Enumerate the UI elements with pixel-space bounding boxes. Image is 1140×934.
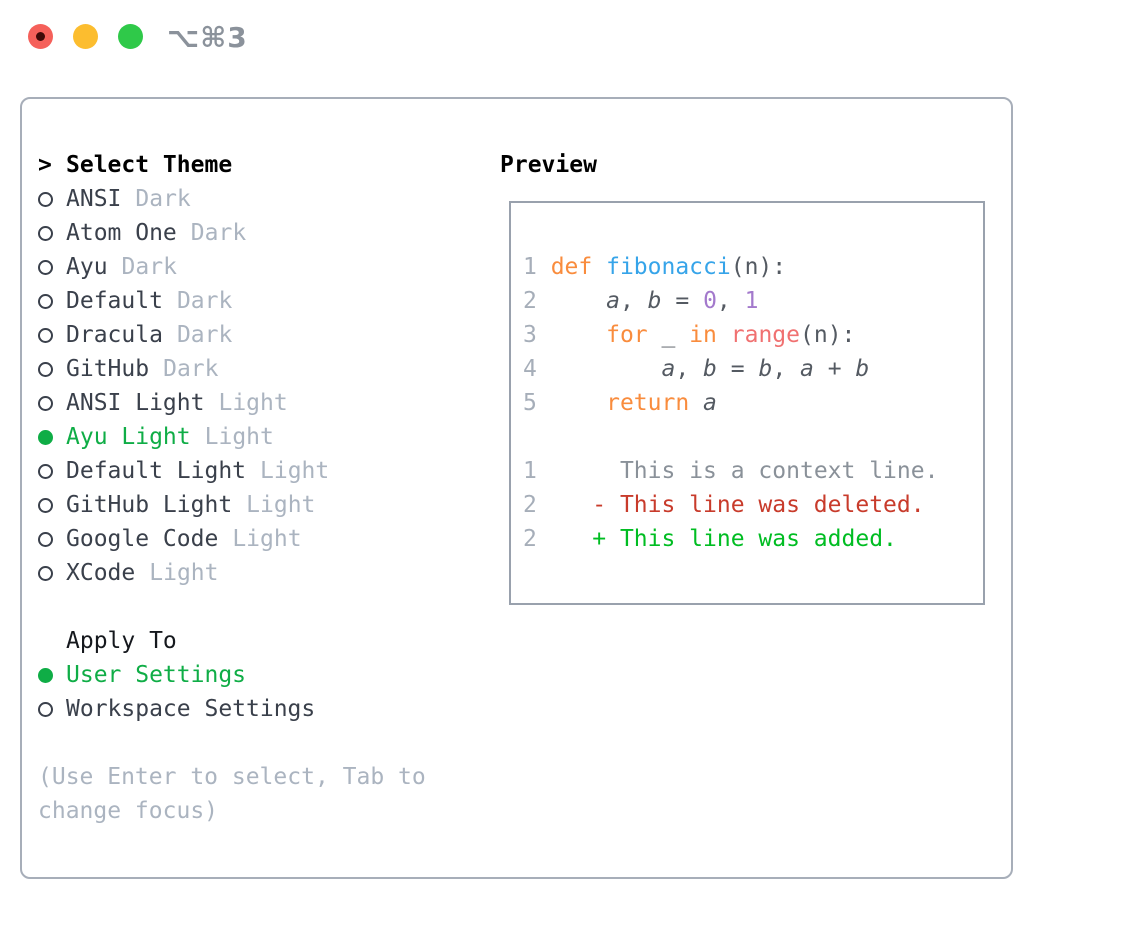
radio-icon: [38, 463, 53, 479]
theme-option-label: GitHub: [66, 356, 150, 382]
theme-variant-tag: Light: [232, 526, 302, 552]
preview-title: Preview: [500, 152, 597, 178]
window-title: ⌥⌘3: [167, 21, 248, 54]
theme-option-default[interactable]: Default Dark: [38, 284, 472, 318]
preview-line: [523, 420, 983, 454]
radio-icon: [38, 565, 53, 581]
radio-icon: [38, 293, 53, 309]
theme-variant-tag: Light: [260, 458, 330, 484]
theme-option-label: XCode: [66, 560, 136, 586]
preview-line: 3 for _ in range(n):: [523, 322, 856, 348]
radio-icon: [38, 361, 53, 377]
theme-option-ansi-light[interactable]: ANSI Light Light: [38, 386, 472, 420]
theme-variant-tag: Light: [149, 560, 219, 586]
theme-variant-tag: Light: [218, 390, 288, 416]
theme-option-label: Ayu: [66, 254, 108, 280]
theme-variant-tag: Dark: [176, 288, 233, 314]
hint-text: (Use Enter to select, Tab to change focu…: [38, 764, 426, 824]
apply-option-workspace-settings[interactable]: Workspace Settings: [38, 692, 472, 726]
apply-option-user-settings[interactable]: User Settings: [38, 658, 472, 692]
theme-option-github-light[interactable]: GitHub Light Light: [38, 488, 472, 522]
radio-icon: [38, 701, 53, 717]
radio-selected-icon: [38, 429, 53, 445]
zoom-button[interactable]: [118, 24, 143, 49]
theme-option-google-code[interactable]: Google Code Light: [38, 522, 472, 556]
preview-line: 2 - This line was deleted.: [523, 492, 925, 518]
theme-option-label: Google Code: [66, 526, 219, 552]
preview-line: 1 This is a context line.: [523, 458, 939, 484]
theme-variant-tag: Dark: [135, 186, 191, 212]
preview-line: 4 a, b = b, a + b: [523, 356, 870, 382]
theme-option-label: Default: [66, 288, 163, 314]
radio-icon: [38, 395, 53, 411]
theme-option-label: Ayu Light: [66, 424, 191, 450]
close-dot-icon: [36, 32, 45, 41]
preview-line: 2 + This line was added.: [523, 526, 897, 552]
theme-option-dracula[interactable]: Dracula Dark: [38, 318, 472, 352]
radio-icon: [38, 259, 53, 275]
focus-caret-icon: >: [38, 152, 52, 178]
theme-option-label: Atom One: [66, 220, 177, 246]
theme-option-default-light[interactable]: Default Light Light: [38, 454, 472, 488]
radio-icon: [38, 497, 53, 513]
preview-line: 5 return a: [523, 390, 717, 416]
preview-line: 2 a, b = 0, 1: [523, 288, 759, 314]
select-theme-title: Select Theme: [66, 152, 233, 178]
theme-option-atom-one[interactable]: Atom One Dark: [38, 216, 472, 250]
theme-variant-tag: Dark: [163, 356, 219, 382]
apply-to-title: Apply To: [66, 628, 177, 654]
apply-option-label: User Settings: [66, 662, 247, 688]
theme-option-ayu[interactable]: Ayu Dark: [38, 250, 472, 284]
preview-box: 1 def fibonacci(n): 2 a, b = 0, 1 3 for _ …: [509, 201, 985, 605]
apply-to-header: Apply To: [38, 624, 472, 658]
theme-option-label: Dracula: [66, 322, 163, 348]
apply-option-label: Workspace Settings: [66, 696, 316, 722]
theme-variant-tag: Dark: [190, 220, 247, 246]
spacer-row: [38, 590, 472, 624]
radio-selected-icon: [38, 667, 53, 683]
radio-icon: [38, 191, 53, 207]
theme-option-github[interactable]: GitHub Dark: [38, 352, 472, 386]
theme-option-label: Default Light: [66, 458, 247, 484]
theme-option-xcode[interactable]: XCode Light: [38, 556, 472, 590]
select-theme-header: > Select Theme: [38, 148, 472, 182]
preview-line: 1 def fibonacci(n):: [523, 254, 787, 280]
theme-option-ayu-light[interactable]: Ayu Light Light: [38, 420, 472, 454]
radio-icon: [38, 531, 53, 547]
theme-option-label: GitHub Light: [66, 492, 233, 518]
theme-variant-tag: Light: [246, 492, 316, 518]
close-button[interactable]: [28, 24, 53, 49]
theme-variant-tag: Light: [204, 424, 274, 450]
preview-code: 1 def fibonacci(n): 2 a, b = 0, 1 3 for _ …: [523, 250, 983, 556]
theme-option-label: ANSI Light: [66, 390, 205, 416]
titlebar: ⌥⌘3: [0, 0, 1140, 75]
theme-option-ansi[interactable]: ANSI Dark: [38, 182, 472, 216]
minimize-button[interactable]: [73, 24, 98, 49]
theme-variant-tag: Dark: [121, 254, 177, 280]
theme-variant-tag: Dark: [176, 322, 233, 348]
radio-icon: [38, 327, 53, 343]
radio-icon: [38, 225, 53, 241]
theme-option-label: ANSI: [66, 186, 122, 212]
